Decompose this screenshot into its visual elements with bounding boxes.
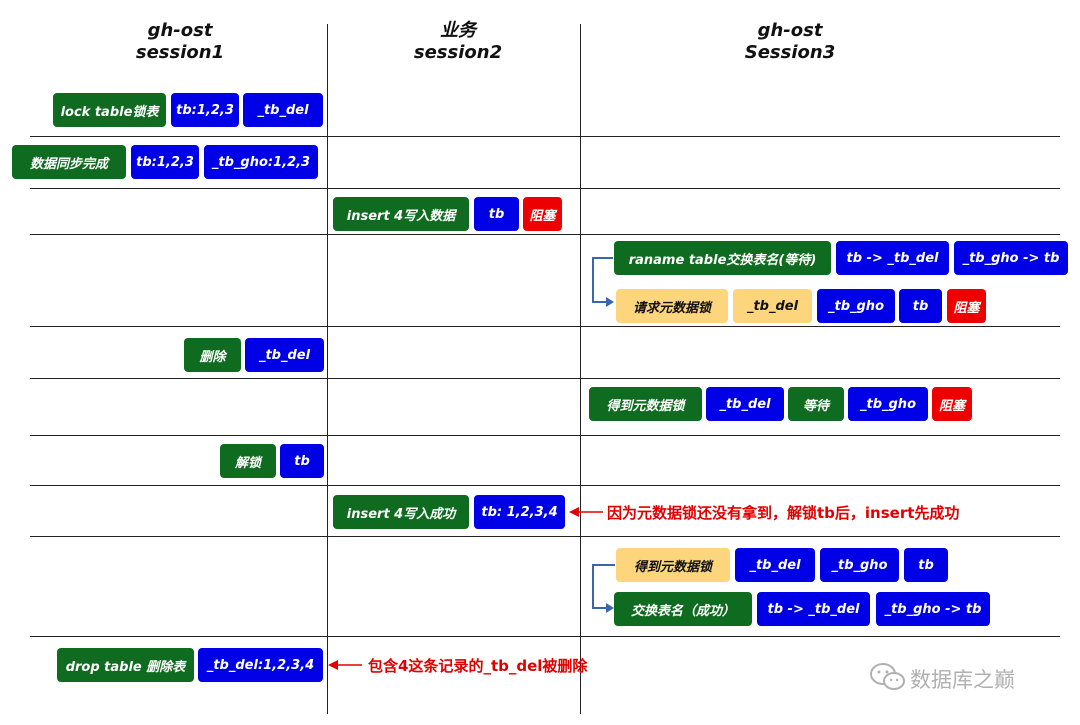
table-tb-del: _tb_del <box>245 338 324 372</box>
annotation-tb-del-dropped: 包含4这条记录的_tb_del被删除 <box>368 657 588 675</box>
table-tb-del: _tb_del <box>735 548 815 582</box>
table-tb-state: tb:1,2,3 <box>171 93 239 127</box>
table-tb: tb <box>474 197 519 231</box>
bracket-arrow-icon <box>592 257 614 307</box>
row-divider <box>30 136 1060 137</box>
row-divider <box>30 326 1060 327</box>
table-tb-gho-state: _tb_gho:1,2,3 <box>204 145 318 179</box>
header-session3-line2: Session3 <box>744 42 836 63</box>
acquire-mdl-step: 得到元数据锁 <box>616 548 730 582</box>
header-session2-line2: session2 <box>413 42 503 63</box>
watermark-text: 数据库之巅 <box>910 668 1015 692</box>
table-tb: tb <box>899 289 942 323</box>
lock-table-step: lock table锁表 <box>53 93 166 127</box>
header-session2-line1: 业务 <box>440 20 476 41</box>
acquire-mdl-step: 得到元数据锁 <box>589 387 702 421</box>
rename-tb-to-del: tb -> _tb_del <box>757 592 870 626</box>
row-divider <box>30 234 1060 235</box>
table-tb-gho: _tb_gho <box>817 289 895 323</box>
table-tb-del: _tb_del <box>733 289 812 323</box>
insert-success-step: insert 4写入成功 <box>333 495 469 529</box>
table-tb-state: tb: 1,2,3,4 <box>474 495 565 529</box>
table-tb-del-state: _tb_del:1,2,3,4 <box>198 648 323 682</box>
table-tb: tb <box>280 444 324 478</box>
header-session1: gh-ost session1 <box>100 20 260 64</box>
table-tb-gho: _tb_gho <box>820 548 899 582</box>
row-divider <box>30 536 1060 537</box>
table-tb: tb <box>904 548 948 582</box>
arrow-left-icon <box>328 660 362 670</box>
data-sync-step: 数据同步完成 <box>12 145 126 179</box>
waiting-step: 等待 <box>788 387 844 421</box>
rename-tb-to-del: tb -> _tb_del <box>836 241 949 275</box>
table-tb-state: tb:1,2,3 <box>131 145 199 179</box>
blocked-badge: 阻塞 <box>523 197 562 231</box>
row-divider <box>30 636 1060 637</box>
table-tb-del: _tb_del <box>243 93 323 127</box>
row-divider <box>30 378 1060 379</box>
row-divider <box>30 188 1060 189</box>
drop-table-step: drop table 删除表 <box>57 648 194 682</box>
blocked-badge: 阻塞 <box>932 387 972 421</box>
wechat-icon <box>870 663 905 690</box>
row-divider <box>30 435 1060 436</box>
request-mdl-step: 请求元数据锁 <box>616 289 728 323</box>
column-divider-2 <box>580 24 581 714</box>
insert-write-step: insert 4写入数据 <box>333 197 469 231</box>
table-tb-del: _tb_del <box>706 387 784 421</box>
table-tb-gho: _tb_gho <box>848 387 928 421</box>
header-session2: 业务 session2 <box>378 20 538 64</box>
row-divider <box>30 485 1060 486</box>
header-session1-line2: session1 <box>135 42 225 63</box>
header-session1-line1: gh-ost <box>147 20 213 41</box>
annotation-insert-first: 因为元数据锁还没有拿到，解锁tb后，insert先成功 <box>607 504 960 522</box>
rename-table-step: raname table交换表名(等待) <box>614 241 831 275</box>
column-divider-1 <box>327 24 328 714</box>
delete-step: 删除 <box>184 338 241 372</box>
header-session3-line1: gh-ost <box>757 20 823 41</box>
rename-gho-to-tb: _tb_gho -> tb <box>954 241 1068 275</box>
bracket-arrow-icon <box>592 564 615 613</box>
arrow-left-icon <box>569 507 603 517</box>
swap-success-step: 交换表名（成功） <box>614 592 752 626</box>
rename-gho-to-tb: _tb_gho -> tb <box>876 592 990 626</box>
unlock-step: 解锁 <box>220 444 276 478</box>
blocked-badge: 阻塞 <box>947 289 986 323</box>
header-session3: gh-ost Session3 <box>710 20 870 64</box>
